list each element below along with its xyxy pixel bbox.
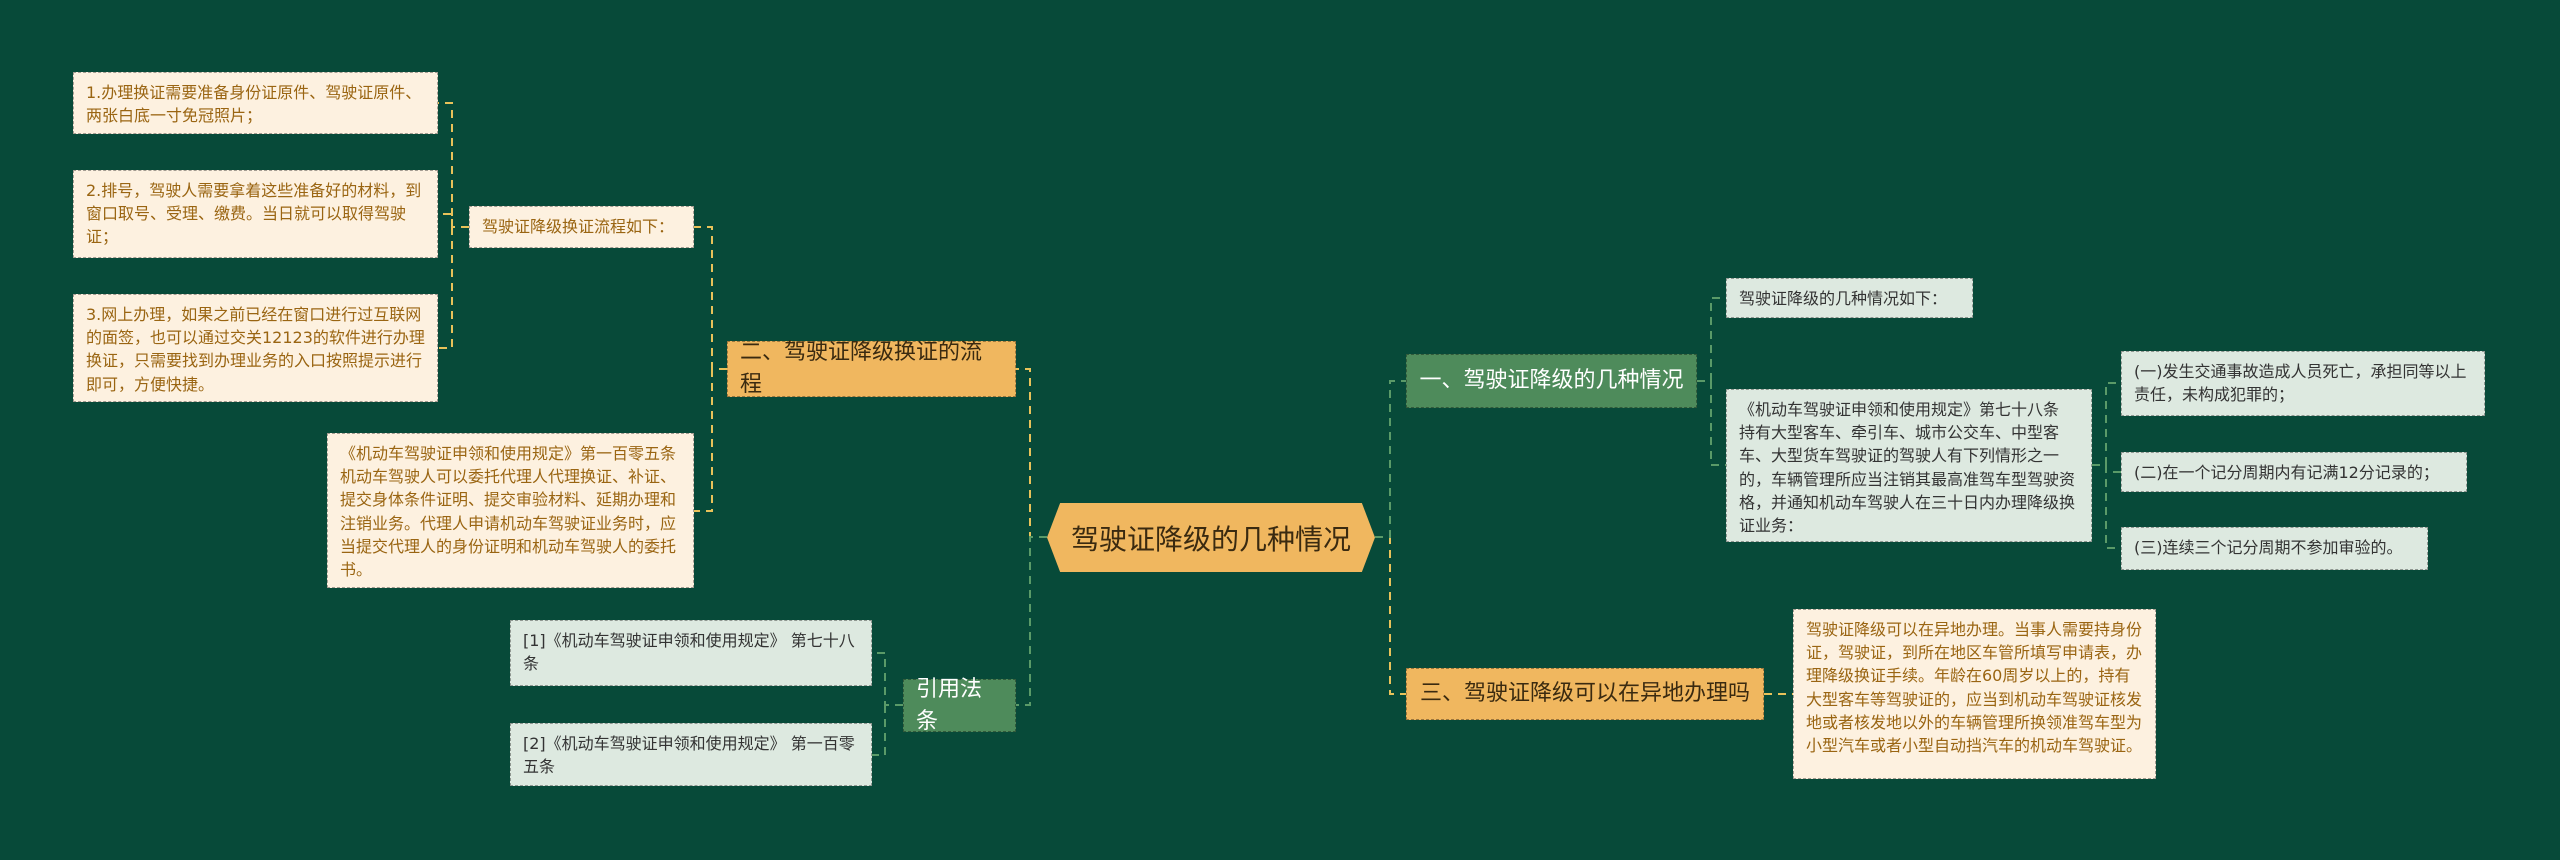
node-text: 《机动车驾驶证申领和使用规定》第一百零五条 机动车驾驶人可以委托代理人代理换证、…	[340, 444, 677, 579]
node-text: 驾驶证降级可以在异地办理。当事人需要持身份证，驾驶证，到所在地区车管所填写申请表…	[1806, 620, 2143, 755]
root-topic-label: 驾驶证降级的几种情况	[1070, 522, 1351, 556]
topic-label: 一、驾驶证降级的几种情况	[1419, 368, 1684, 394]
topic-remote[interactable]: 三、驾驶证降级可以在异地办理吗	[1406, 668, 1764, 720]
node-text: 2.排号，驾驶人需要拿着这些准备好的材料，到窗口取号、受理、缴费。当日就可以取得…	[86, 181, 422, 247]
process-law[interactable]: 《机动车驾驶证申领和使用规定》第一百零五条 机动车驾驶人可以委托代理人代理换证、…	[327, 433, 694, 588]
node-text: (一)发生交通事故造成人员死亡，承担同等以上责任，未构成犯罪的；	[2134, 362, 2467, 405]
situation-case-1[interactable]: (一)发生交通事故造成人员死亡，承担同等以上责任，未构成犯罪的；	[2121, 351, 2485, 416]
reference-item[interactable]: [2]《机动车驾驶证申领和使用规定》 第一百零五条	[510, 723, 872, 786]
reference-item[interactable]: [1]《机动车驾驶证申领和使用规定》 第七十八条	[510, 620, 872, 686]
topic-label: 三、驾驶证降级可以在异地办理吗	[1419, 681, 1750, 707]
node-text: 驾驶证降级的几种情况如下：	[1739, 289, 1948, 308]
situation-case-2[interactable]: (二)在一个记分周期内有记满12分记录的；	[2121, 452, 2467, 492]
node-text: [1]《机动车驾驶证申领和使用规定》 第七十八条	[523, 631, 855, 674]
situations-law[interactable]: 《机动车驾驶证申领和使用规定》第七十八条 持有大型客车、牵引车、城市公交车、中型…	[1726, 389, 2092, 542]
node-text: 3.网上办理，如果之前已经在窗口进行过互联网的面签，也可以通过交关12123的软…	[86, 305, 425, 394]
situations-intro[interactable]: 驾驶证降级的几种情况如下：	[1726, 278, 1973, 318]
remote-answer[interactable]: 驾驶证降级可以在异地办理。当事人需要持身份证，驾驶证，到所在地区车管所填写申请表…	[1793, 609, 2156, 779]
topic-situations[interactable]: 一、驾驶证降级的几种情况	[1406, 354, 1697, 408]
situation-case-3[interactable]: (三)连续三个记分周期不参加审验的。	[2121, 527, 2428, 570]
topic-label: 二、驾驶证降级换证的流程	[740, 340, 983, 397]
topic-process[interactable]: 二、驾驶证降级换证的流程	[727, 340, 1016, 397]
node-text: (三)连续三个记分周期不参加审验的。	[2134, 538, 2403, 557]
process-intro[interactable]: 驾驶证降级换证流程如下：	[469, 206, 694, 248]
node-text: 驾驶证降级换证流程如下：	[482, 217, 675, 236]
topic-label: 引用法条	[916, 676, 983, 734]
node-text: 1.办理换证需要准备身份证原件、驾驶证原件、两张白底一寸免冠照片；	[86, 83, 422, 126]
process-step-3[interactable]: 3.网上办理，如果之前已经在窗口进行过互联网的面签，也可以通过交关12123的软…	[73, 294, 438, 402]
topic-references[interactable]: 引用法条	[903, 677, 1016, 734]
node-text: [2]《机动车驾驶证申领和使用规定》 第一百零五条	[523, 734, 855, 777]
node-text: (二)在一个记分周期内有记满12分记录的；	[2134, 463, 2439, 482]
process-step-2[interactable]: 2.排号，驾驶人需要拿着这些准备好的材料，到窗口取号、受理、缴费。当日就可以取得…	[73, 170, 438, 258]
root-topic[interactable]: 驾驶证降级的几种情况	[1047, 503, 1375, 572]
node-text: 《机动车驾驶证申领和使用规定》第七十八条 持有大型客车、牵引车、城市公交车、中型…	[1739, 400, 2076, 535]
process-step-1[interactable]: 1.办理换证需要准备身份证原件、驾驶证原件、两张白底一寸免冠照片；	[73, 72, 438, 134]
